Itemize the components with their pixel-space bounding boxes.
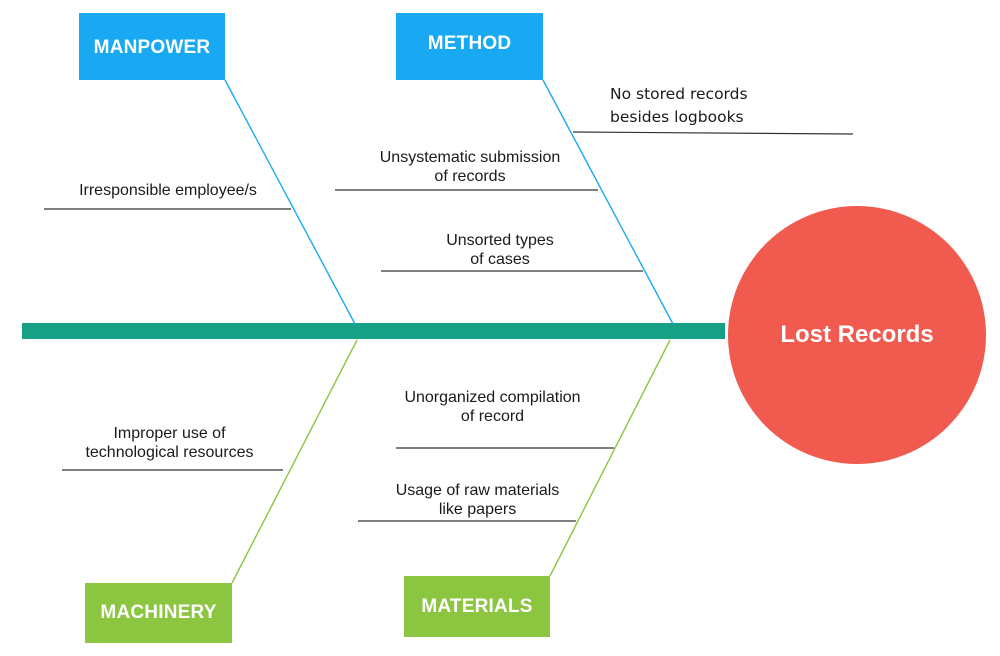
cause-line: technological resources — [85, 444, 254, 461]
cause-irresponsible-employees: Irresponsible employee/s — [58, 181, 278, 200]
category-materials-label: MATERIALS — [421, 595, 533, 617]
bone-machinery — [231, 339, 358, 584]
cause-line: Unsystematic submission — [379, 149, 561, 166]
cause-no-stored-records: No stored records besides logbooks — [610, 83, 775, 129]
category-method-label: METHOD — [427, 32, 512, 54]
cause-unsorted-types: Unsorted types of cases — [410, 231, 590, 269]
category-manpower: MANPOWER — [79, 13, 225, 80]
cause-line: of records — [434, 168, 506, 185]
cause-line: besides logbooks — [610, 108, 744, 126]
category-machinery: MACHINERY — [85, 583, 232, 643]
cause-usage-raw-materials: Usage of raw materials like papers — [365, 481, 590, 519]
category-materials: MATERIALS — [404, 576, 550, 637]
spine — [22, 323, 725, 339]
bone-materials — [549, 339, 671, 577]
cause-improper-use: Improper use of technological resources — [62, 424, 277, 462]
cause-unsystematic-submission: Unsystematic submission of records — [350, 148, 590, 186]
effect-label: Lost Records — [780, 321, 934, 348]
effect-circle: Lost Records — [728, 206, 986, 464]
bone-manpower — [224, 79, 356, 325]
cause-line: of record — [460, 408, 525, 425]
cause-line: Improper use of — [113, 425, 226, 442]
cause-line: Unsorted types — [446, 232, 554, 249]
category-method: METHOD — [396, 13, 543, 80]
category-manpower-label: MANPOWER — [93, 36, 211, 58]
cause-line: like papers — [438, 501, 517, 518]
cause-line: Usage of raw materials — [395, 482, 560, 499]
bone-method — [542, 79, 674, 325]
cause-line: of cases — [470, 251, 530, 268]
cause-line: Unorganized compilation — [404, 389, 581, 406]
category-machinery-label: MACHINERY — [100, 602, 217, 623]
cause-unorganized-compilation: Unorganized compilation of record — [380, 388, 605, 426]
underline-no-stored — [572, 131, 854, 135]
cause-line: Irresponsible employee/s — [79, 182, 257, 199]
cause-line: No stored records — [610, 85, 748, 103]
